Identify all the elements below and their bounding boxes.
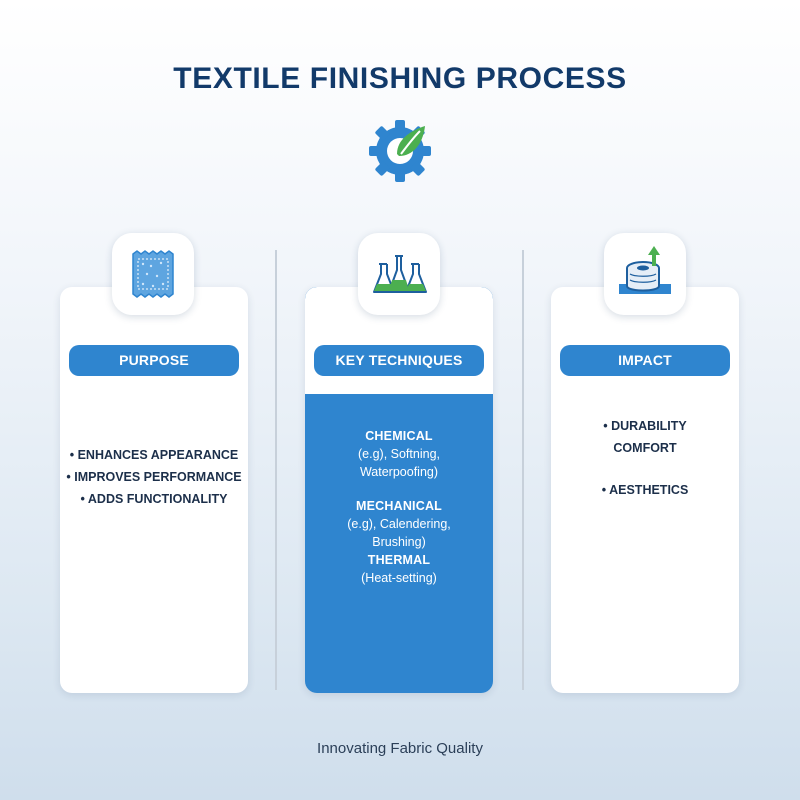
techniques-list: CHEMICAL (e.g), Softning, Waterpoofing) …: [305, 427, 493, 587]
technique-description: Waterpoofing): [359, 465, 439, 479]
techniques-label: KEY TECHNIQUES: [314, 345, 484, 376]
technique-description: (Heat-setting): [361, 571, 437, 585]
footer-tagline: Innovating Fabric Quality: [317, 740, 483, 757]
technique-mechanical: MECHANICAL (e.g), Calendering, Brushing): [305, 497, 493, 551]
impact-item: • AESTHETICS: [601, 483, 689, 497]
technique-thermal: THERMAL (Heat-setting): [305, 551, 493, 587]
impact-list: • DURABILITY COMFORT • AESTHETICS: [551, 415, 739, 501]
technique-heading: MECHANICAL: [355, 499, 443, 513]
divider-left: [275, 250, 277, 690]
purpose-item: • ADDS FUNCTIONALITY: [80, 492, 228, 506]
impact-label: IMPACT: [560, 345, 730, 376]
purpose-card: PURPOSE • ENHANCES APPEARANCE • IMPROVES…: [60, 287, 248, 693]
technique-description: (e.g), Softning,: [358, 447, 440, 461]
gear-leaf-icon: [365, 114, 435, 184]
lab-flasks-icon: [358, 233, 440, 315]
page-title: TEXTILE FINISHING PROCESS: [173, 62, 627, 95]
purpose-list: • ENHANCES APPEARANCE • IMPROVES PERFORM…: [60, 444, 248, 510]
impact-card: IMPACT • DURABILITY COMFORT • AESTHETICS: [551, 287, 739, 693]
purpose-item: • ENHANCES APPEARANCE: [69, 448, 239, 462]
technique-heading: THERMAL: [367, 553, 431, 567]
technique-heading: CHEMICAL: [365, 429, 433, 443]
technique-description: (e.g), Calendering,: [347, 517, 451, 531]
divider-right: [522, 250, 524, 690]
purpose-label: PURPOSE: [69, 345, 239, 376]
technique-chemical: CHEMICAL (e.g), Softning, Waterpoofing): [305, 427, 493, 481]
fabric-swatch-icon: [112, 233, 194, 315]
purpose-item: • IMPROVES PERFORMANCE: [66, 470, 242, 484]
fabric-roll-arrow-icon: [604, 233, 686, 315]
technique-description: Brushing): [372, 535, 426, 549]
impact-item: • DURABILITY: [603, 419, 687, 433]
techniques-card: KEY TECHNIQUES CHEMICAL (e.g), Softning,…: [305, 287, 493, 693]
impact-item: COMFORT: [613, 441, 677, 455]
